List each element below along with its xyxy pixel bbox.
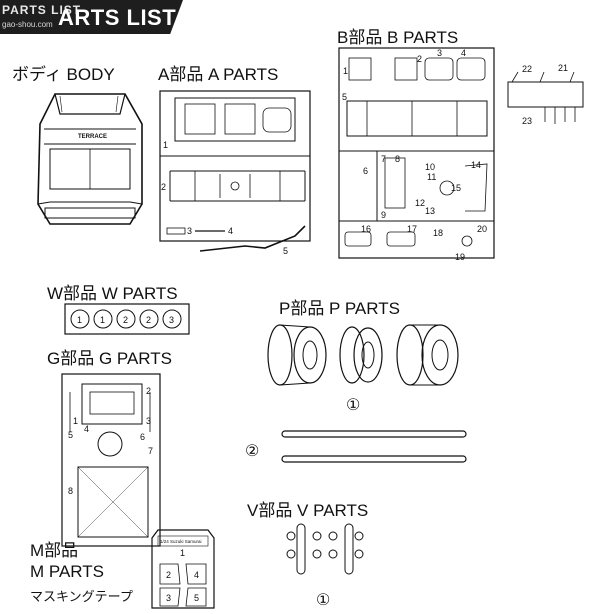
g-part-number-6: 6 xyxy=(140,432,145,442)
b-part-number-7: 7 xyxy=(381,154,386,164)
b-part-number-16: 16 xyxy=(361,224,371,234)
b-extra-assembly: 22 21 23 xyxy=(507,63,584,126)
b-part-number-10: 10 xyxy=(425,162,435,172)
m-parts-label-tape: マスキングテープ xyxy=(30,589,133,604)
g-part-number-3: 3 xyxy=(146,416,151,426)
w-part-number-2a: 2 xyxy=(123,315,128,325)
watermark-url: gao-shou.com xyxy=(2,20,53,29)
b-part-number-4: 4 xyxy=(461,48,466,58)
g-part-number-4: 4 xyxy=(84,424,89,434)
g-part-number-7: 7 xyxy=(148,446,153,456)
v-parts-sprue xyxy=(286,523,364,575)
b-part-number-2: 2 xyxy=(417,54,422,64)
b-part-number-11: 11 xyxy=(427,172,436,182)
b-part-number-6: 6 xyxy=(363,166,368,176)
body-label: ボディ BODY xyxy=(12,65,115,84)
a-part-number-5: 5 xyxy=(283,246,288,256)
tire-3 xyxy=(396,324,459,386)
m-part-number-1: 1 xyxy=(180,548,185,558)
m-part-number-2: 2 xyxy=(166,570,171,580)
w-part-number-2b: 2 xyxy=(146,315,151,325)
b-part-number-22: 22 xyxy=(522,64,532,74)
b-part-number-8: 8 xyxy=(395,154,400,164)
g-part-number-2: 2 xyxy=(146,386,151,396)
w-part-number-1b: 1 xyxy=(100,315,105,325)
v-parts-marker: ① xyxy=(316,592,331,609)
a-part-number-3: 3 xyxy=(187,226,192,236)
m-parts-label-en: M PARTS xyxy=(30,562,104,581)
b-part-number-3: 3 xyxy=(437,48,442,58)
a-part-number-2: 2 xyxy=(161,182,166,192)
a-part-number-4: 4 xyxy=(228,226,233,236)
b-part-number-17: 17 xyxy=(407,224,417,234)
w-parts-label: W部品 W PARTS xyxy=(47,284,178,303)
header-bar xyxy=(0,0,183,34)
body-shell-drawing xyxy=(37,93,143,225)
w-part-number-1a: 1 xyxy=(77,315,82,325)
shaft-marker: ② xyxy=(245,443,260,460)
b-part-number-23: 23 xyxy=(522,116,532,126)
g-part-number-5: 5 xyxy=(68,430,73,440)
g-part-number-8: 8 xyxy=(68,486,73,496)
v-parts-label: V部品 V PARTS xyxy=(247,501,369,520)
b-part-number-15: 15 xyxy=(451,183,461,193)
b-parts-label: B部品 B PARTS xyxy=(337,28,459,47)
a-parts-label: A部品 A PARTS xyxy=(158,65,279,84)
b-part-number-18: 18 xyxy=(433,228,443,238)
b-part-number-9: 9 xyxy=(381,210,386,220)
tire-1 xyxy=(267,324,327,386)
m-part-number-4: 4 xyxy=(194,570,199,580)
m-sheet-title: 1/24 Suzuki Samurai xyxy=(160,539,202,544)
b-part-number-5: 5 xyxy=(342,92,347,102)
b-parts-sprue: 1 2 3 4 5 6 7 8 9 10 11 12 13 14 15 16 1… xyxy=(338,47,495,262)
m-part-number-3: 3 xyxy=(166,593,171,603)
b-part-number-13: 13 xyxy=(425,206,435,216)
shaft-parts xyxy=(281,430,467,463)
b-part-number-19: 19 xyxy=(455,252,465,262)
w-parts-sprue: 1 1 2 2 3 xyxy=(64,303,190,335)
a-parts-sprue: 1 2 3 4 5 xyxy=(159,90,311,256)
m-part-number-5: 5 xyxy=(194,593,199,603)
a-part-number-1: 1 xyxy=(163,140,168,150)
g-parts-label: G部品 G PARTS xyxy=(47,349,173,368)
b-part-number-20: 20 xyxy=(477,224,487,234)
b-part-number-21: 21 xyxy=(558,63,568,73)
p-parts-label: P部品 P PARTS xyxy=(279,299,400,318)
watermark-text: PARTS LIST xyxy=(2,3,82,17)
p-parts-marker: ① xyxy=(346,397,361,414)
body-emblem-text: TERRACE xyxy=(78,134,108,140)
tire-2 xyxy=(339,326,383,384)
g-parts-sprue: 1 2 3 4 5 6 7 8 xyxy=(61,373,161,547)
b-part-number-1: 1 xyxy=(343,66,348,76)
b-part-number-14: 14 xyxy=(471,160,481,170)
b-part-number-12: 12 xyxy=(415,198,425,208)
p-parts-tires xyxy=(267,324,459,386)
page-title: ARTS LIST xyxy=(58,5,177,30)
g-part-number-1: 1 xyxy=(73,416,78,426)
m-parts-sheet: 1/24 Suzuki Samurai 1 2 4 3 5 xyxy=(151,529,215,609)
w-part-number-3: 3 xyxy=(169,315,174,325)
